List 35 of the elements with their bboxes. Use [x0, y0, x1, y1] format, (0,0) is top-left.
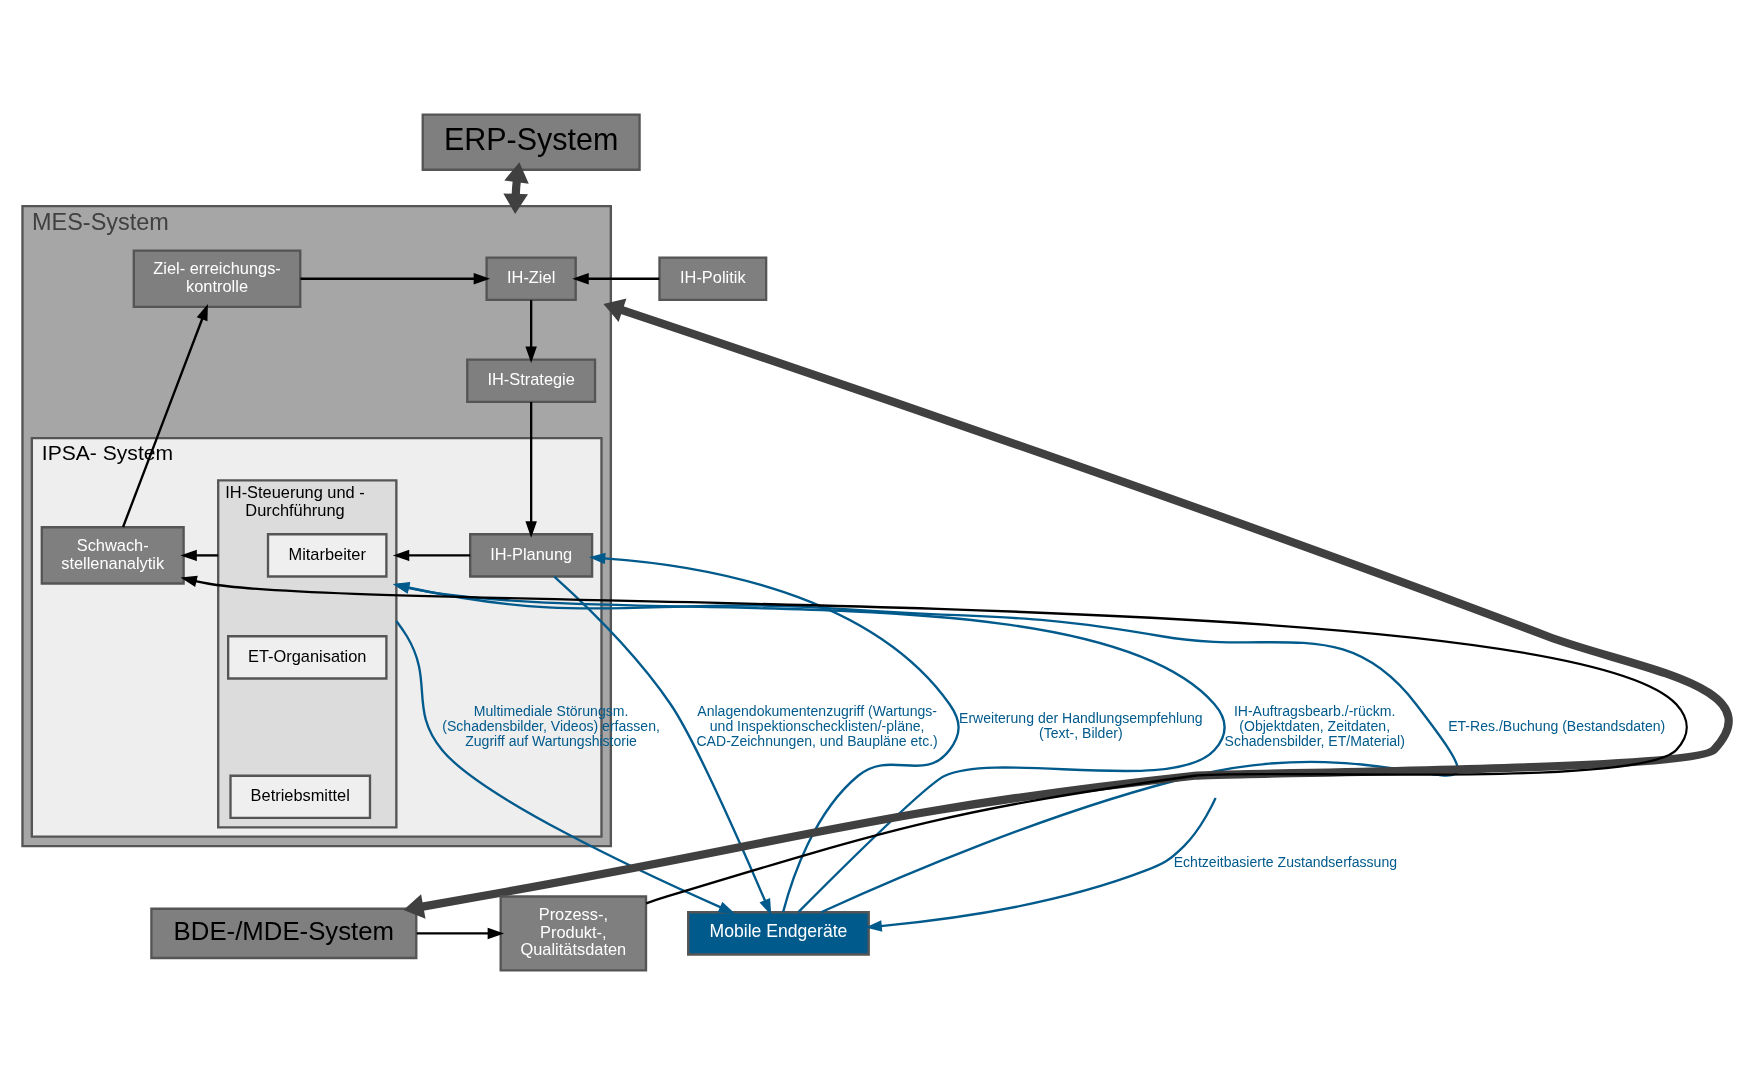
node-box: Mitarbeiter	[266, 533, 388, 578]
arrow	[403, 298, 1731, 919]
arrow	[525, 300, 537, 363]
arrow	[416, 927, 505, 940]
edge-label: IH-Auftragsbearb./-rückm. (Objektdaten, Zeitdaten, Schadensbilder, ET/Material)	[1224, 702, 1405, 749]
node-box: ERP-System	[421, 113, 641, 171]
node-box: IH-Ziel	[485, 256, 577, 302]
arrow	[572, 273, 660, 285]
node-box: Schwach- stellenanalytik	[40, 526, 185, 585]
arrow	[392, 582, 1226, 913]
node-box: IH-Politik	[658, 256, 768, 302]
arrow	[865, 797, 1217, 932]
arrow	[525, 402, 537, 538]
node-box: IH-Strategie	[466, 358, 597, 404]
arrow	[392, 582, 1457, 914]
edge-label: Echtzeitbasierte Zustandserfassung	[1173, 853, 1398, 870]
node-box: Ziel- erreichungs- kontrolle	[132, 249, 302, 309]
node-box: ET-Organisation	[227, 635, 388, 680]
arrow	[180, 549, 219, 562]
arrow	[121, 303, 208, 528]
arrow	[503, 162, 529, 214]
node-box: Prozess-, Produkt-, Qualitätsdaten	[499, 895, 648, 972]
edge-label: Anlagendokumentenzugriff (Wartungs- und Inspektionschecklisten/-pläne, CAD-Zeichnungen, und Baupläne etc.)	[696, 702, 938, 749]
arrow	[553, 575, 772, 916]
arrow	[180, 575, 1686, 905]
node-box: BDE-/MDE-System	[150, 907, 418, 960]
arrow	[300, 273, 491, 285]
arrow	[588, 552, 960, 913]
arrow	[392, 549, 471, 562]
node-box: IH-Planung	[469, 533, 594, 578]
edge-label: ET-Res./Buchung (Bestandsdaten)	[1448, 717, 1666, 734]
arrow	[395, 620, 736, 914]
node-box: Mobile Endgeräte	[687, 911, 870, 956]
edge-label: Erweiterung der Handlungsempfehlung (Text-, Bilder)	[959, 710, 1203, 742]
node-box: Betriebsmittel	[229, 774, 372, 820]
